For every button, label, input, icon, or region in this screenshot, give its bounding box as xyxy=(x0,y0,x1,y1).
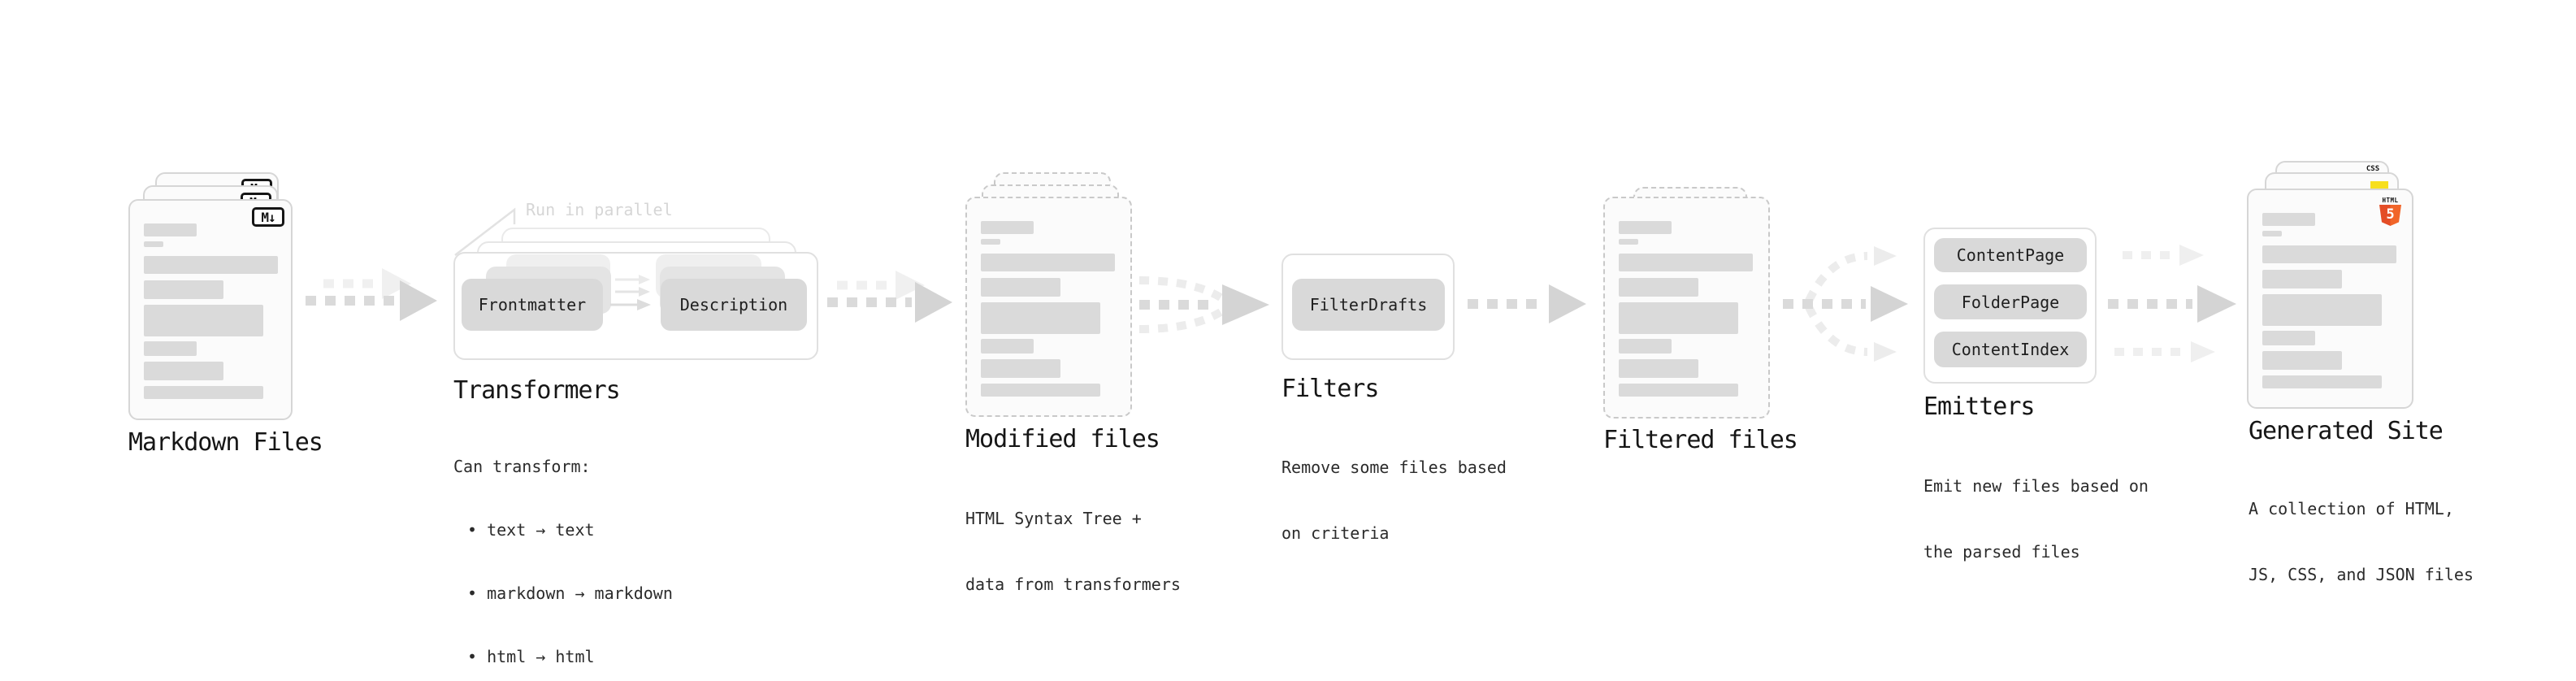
filtered-file-card-front xyxy=(1603,197,1770,419)
desc-line: Remove some files based xyxy=(1281,458,1507,477)
placeholder-bar xyxy=(144,256,278,274)
generated-file-card-html: HTML 5 xyxy=(2247,189,2413,409)
desc-line: Emit new files based on xyxy=(1923,476,2149,496)
placeholder-bar xyxy=(981,278,1060,297)
stage-desc-emitters: Emit new files based on the parsed files xyxy=(1923,432,2149,607)
placeholder-bar xyxy=(1619,302,1738,334)
modified-file-card-front xyxy=(965,197,1132,417)
placeholder-bar xyxy=(1619,221,1672,234)
placeholder-bar xyxy=(1619,278,1698,297)
placeholder-bar xyxy=(144,386,263,399)
arrow-transformers-to-modified-ghost xyxy=(837,271,925,300)
placeholder-bar xyxy=(981,339,1034,354)
placeholder-bar xyxy=(981,221,1034,234)
placeholder-bar xyxy=(1619,384,1738,397)
arrow-transformers-to-modified xyxy=(827,282,952,323)
stage-desc-transformers: Can transform: • text → text • markdown … xyxy=(453,414,673,681)
transformer-node-description: Description xyxy=(661,279,807,331)
html5-icon-label: HTML xyxy=(2382,197,2399,204)
desc-line: HTML Syntax Tree + xyxy=(965,509,1142,528)
stage-filters: FilterDrafts Filters Remove some files b… xyxy=(1280,252,1605,543)
placeholder-bar xyxy=(144,241,163,247)
transformer-node-frontmatter: Frontmatter xyxy=(462,279,603,331)
placeholder-bar xyxy=(2262,270,2342,288)
emitter-node-folderpage: FolderPage xyxy=(1934,284,2087,319)
placeholder-bar xyxy=(1619,339,1672,354)
stage-title-filtered-files: Filtered files xyxy=(1603,426,1798,454)
placeholder-bar xyxy=(2262,245,2396,263)
placeholder-bar xyxy=(1619,239,1638,245)
placeholder-bar xyxy=(2262,213,2315,226)
stage-desc-modified-files: HTML Syntax Tree + data from transformer… xyxy=(965,464,1181,640)
javascript-icon xyxy=(2370,181,2388,190)
emitter-node-contentindex: ContentIndex xyxy=(1934,332,2087,367)
placeholder-bar xyxy=(1619,359,1698,378)
desc-line: the parsed files xyxy=(1923,542,2080,562)
placeholder-bar xyxy=(981,239,1000,245)
html5-icon-shield: 5 xyxy=(2379,205,2401,226)
stage-title-modified-files: Modified files xyxy=(965,425,1160,453)
placeholder-bar xyxy=(144,280,223,299)
placeholder-bar xyxy=(144,305,263,336)
stage-transformers: Run in parallel Frontmatter Description … xyxy=(452,195,842,666)
placeholder-bar xyxy=(2262,294,2382,326)
stage-desc-generated-site: A collection of HTML, JS, CSS, and JSON … xyxy=(2249,454,2474,630)
markdown-file-card-front: M↓ xyxy=(128,199,293,420)
desc-line: data from transformers xyxy=(965,575,1181,594)
desc-line: A collection of HTML, xyxy=(2249,499,2454,518)
stage-markdown-files: M↓ M↓ M↓ Markdown Files xyxy=(127,159,387,484)
desc-line: • markdown → markdown xyxy=(467,583,673,603)
placeholder-bar xyxy=(981,254,1115,271)
desc-line: on criteria xyxy=(1281,523,1390,543)
run-in-parallel-annotation: Run in parallel xyxy=(526,200,673,219)
emitter-node-contentpage: ContentPage xyxy=(1934,238,2087,272)
css-icon-label: CSS xyxy=(2366,165,2380,173)
placeholder-bar xyxy=(2262,375,2382,388)
desc-line: JS, CSS, and JSON files xyxy=(2249,565,2474,584)
stage-title-markdown-files: Markdown Files xyxy=(128,428,323,457)
desc-line: • text → text xyxy=(467,520,595,540)
placeholder-bar xyxy=(144,223,197,236)
placeholder-bar xyxy=(144,362,223,380)
desc-line: • html → html xyxy=(467,647,595,666)
placeholder-bar xyxy=(2262,231,2282,236)
placeholder-bar xyxy=(144,341,197,356)
stage-filtered-files: Filtered files xyxy=(1602,171,1854,463)
placeholder-bar xyxy=(981,302,1100,334)
placeholder-bar xyxy=(981,384,1100,397)
desc-line: Can transform: xyxy=(453,457,591,476)
stage-title-emitters: Emitters xyxy=(1923,393,2035,421)
placeholder-bar xyxy=(1619,254,1753,271)
stage-modified-files: Modified files HTML Syntax Tree + data f… xyxy=(964,171,1216,594)
placeholder-bar xyxy=(2262,351,2342,370)
stage-title-filters: Filters xyxy=(1281,375,1379,403)
stage-title-generated-site: Generated Site xyxy=(2249,417,2444,445)
placeholder-bar xyxy=(981,359,1060,378)
html5-icon: HTML 5 xyxy=(2379,197,2401,226)
stage-title-transformers: Transformers xyxy=(453,376,621,405)
stage-emitters: ContentPage FolderPage ContentIndex Emit… xyxy=(1922,226,2239,562)
stage-generated-site: CSS HTML 5 Generated Site A collection o… xyxy=(2245,159,2538,584)
stage-desc-filters: Remove some files based on criteria xyxy=(1281,413,1507,588)
markdown-icon: M↓ xyxy=(252,207,284,227)
filter-node-filterdrafts: FilterDrafts xyxy=(1292,279,1445,331)
placeholder-bar xyxy=(2262,331,2315,345)
